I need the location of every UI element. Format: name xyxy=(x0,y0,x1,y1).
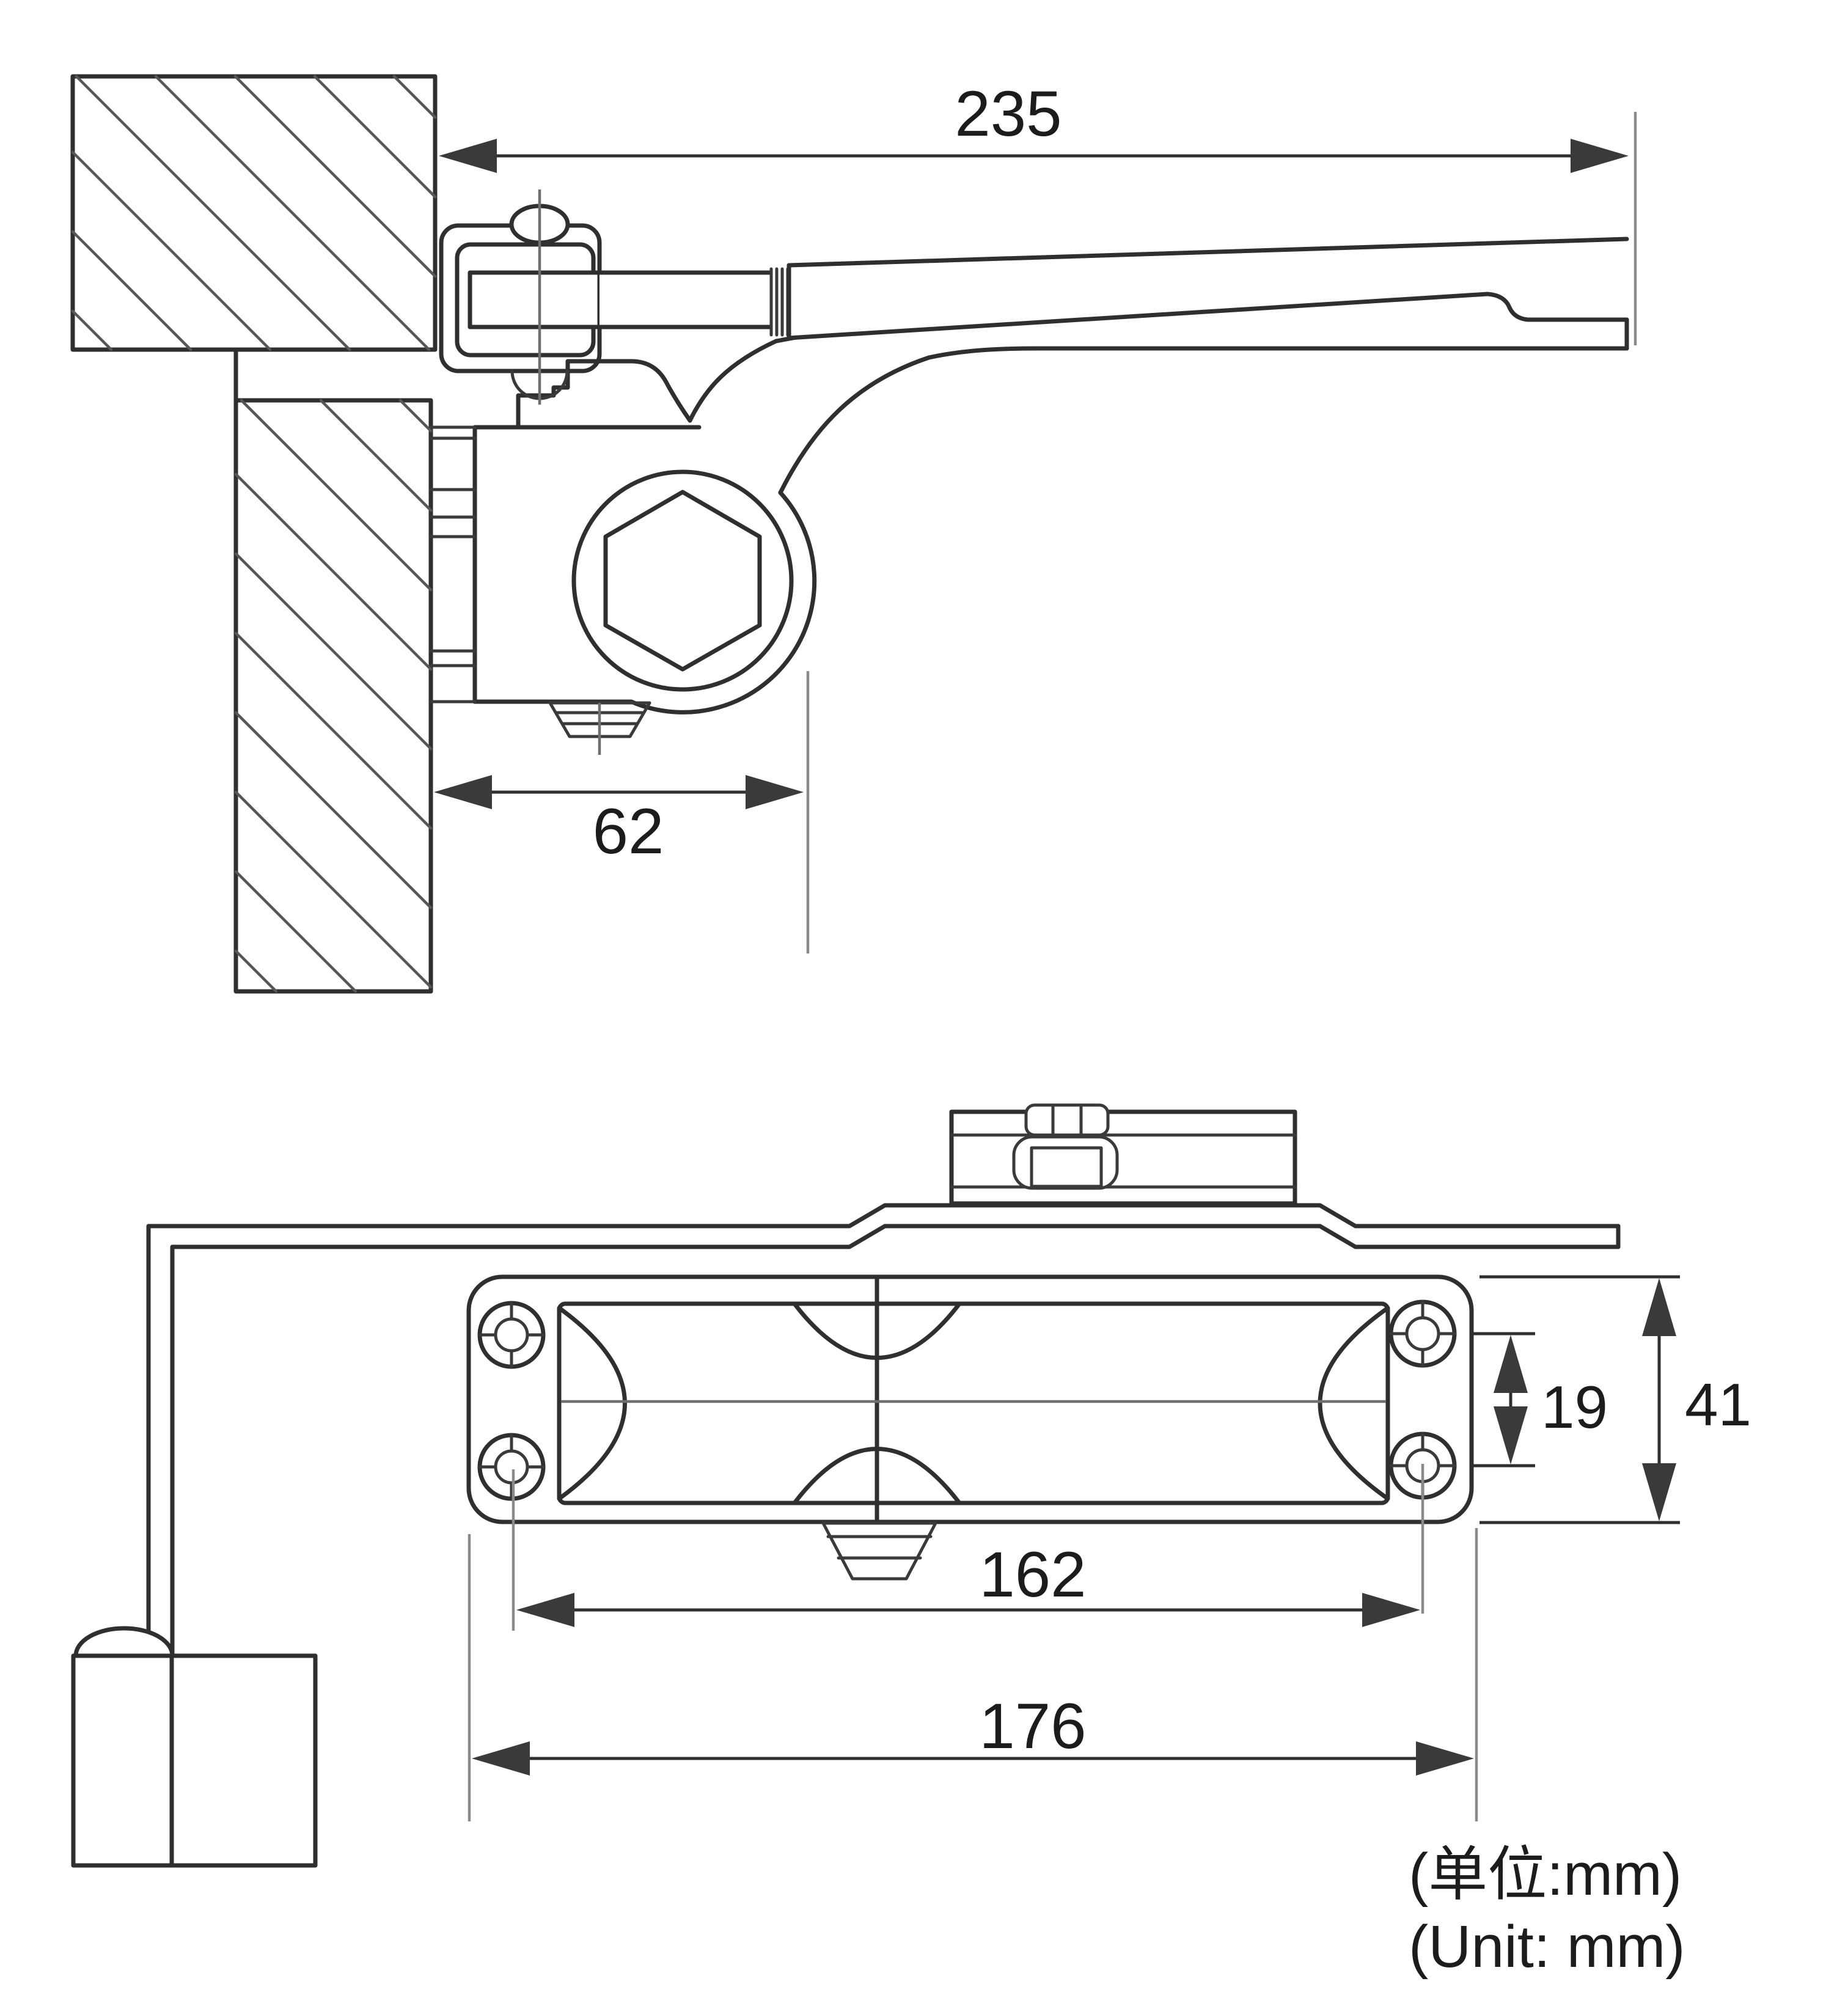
dim-label-41: 41 xyxy=(1685,1371,1751,1438)
arrowhead-down-icon xyxy=(1642,1463,1676,1521)
arm-bracket xyxy=(949,1103,1297,1206)
hinge-clevis xyxy=(439,189,602,405)
arm-channel-bar xyxy=(146,1203,1621,1658)
bracket-bolt xyxy=(1024,1103,1110,1137)
rod-adjuster-collar xyxy=(769,267,790,337)
floor-block xyxy=(71,1653,318,1868)
dimension-arm-length: 235 xyxy=(439,78,1637,345)
unit-note-line1: (单位:mm) xyxy=(1409,1841,1682,1908)
arrowhead-left-icon xyxy=(434,775,492,809)
unit-note-line2: (Unit: mm) xyxy=(1409,1913,1685,1980)
dimension-overall-length: 176 xyxy=(468,1528,1478,1821)
dimension-screw-spacing: 162 xyxy=(512,1464,1425,1631)
hinge-dome xyxy=(73,1626,175,1658)
arrowhead-right-icon xyxy=(746,775,804,809)
body-recessed-panel xyxy=(557,1301,1390,1505)
door-frame-section xyxy=(70,74,438,352)
mounting-screw-top-right xyxy=(1388,1299,1457,1368)
unit-note: (单位:mm) (Unit: mm) xyxy=(1409,1841,1685,1980)
door-section xyxy=(233,347,433,994)
arrowhead-left-icon xyxy=(472,1741,530,1776)
pinion-boss-outline xyxy=(629,490,817,715)
dim-label-235: 235 xyxy=(955,78,1062,150)
main-arm xyxy=(688,317,1629,495)
dim-label-19: 19 xyxy=(1541,1373,1608,1441)
arrowhead-right-icon xyxy=(1571,139,1629,173)
pinion-boss-ring xyxy=(571,469,794,692)
arm-knuckle xyxy=(468,270,602,329)
pinion-hex-socket xyxy=(603,490,762,672)
arrowhead-right-icon xyxy=(1362,1593,1420,1627)
dimension-screw-gap: 19 xyxy=(1472,1332,1608,1468)
mounting-screw-bottom-left xyxy=(477,1433,546,1501)
dim-label-176: 176 xyxy=(979,1691,1086,1762)
bracket-clip xyxy=(1012,1135,1119,1190)
door-edge-bar xyxy=(73,1626,175,1658)
dim-label-62: 62 xyxy=(593,796,664,867)
pinion-dome-bottom xyxy=(792,1447,962,1505)
arrowhead-right-icon xyxy=(1416,1741,1474,1776)
arrowhead-up-icon xyxy=(1494,1335,1528,1393)
mounting-plate xyxy=(429,425,477,704)
closer-body-front-view xyxy=(466,1274,1474,1581)
arrowhead-left-icon xyxy=(439,139,497,173)
pinion-dome-top xyxy=(792,1301,962,1360)
arrowhead-down-icon xyxy=(1494,1406,1528,1464)
valve-screw-front-view xyxy=(821,1521,937,1581)
dim-label-162: 162 xyxy=(979,1539,1086,1611)
piston-curve-left xyxy=(557,1306,627,1501)
closer-body-top-view xyxy=(429,359,817,755)
valve-screw-top-view xyxy=(548,701,651,755)
dimension-body-height: 41 xyxy=(1480,1275,1751,1524)
mounting-screw-top-left xyxy=(477,1301,546,1369)
arrowhead-up-icon xyxy=(1642,1278,1676,1336)
piston-curve-right xyxy=(1318,1306,1390,1501)
forearm-rod xyxy=(597,237,1629,340)
arrowhead-left-icon xyxy=(516,1593,574,1627)
dimension-body-offset: 62 xyxy=(434,671,810,953)
